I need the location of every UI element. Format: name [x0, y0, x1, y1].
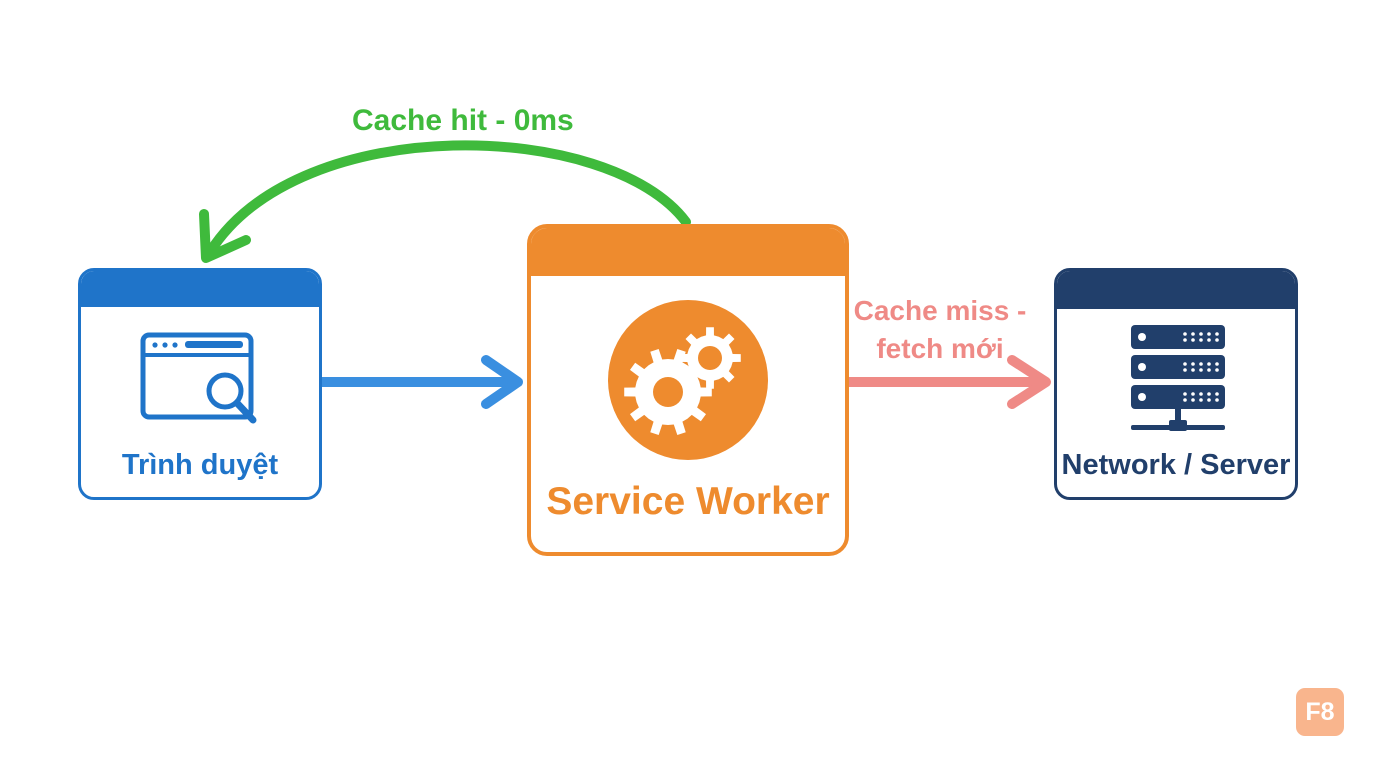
- service-worker-label: Service Worker: [546, 480, 830, 523]
- browser-node: Trình duyệt: [78, 268, 322, 500]
- server-rack-icon: [1131, 325, 1225, 431]
- server-node-header: [1057, 271, 1295, 309]
- arrow-cache-hit: [199, 140, 691, 263]
- cache-miss-label-line1: Cache miss -: [853, 295, 1027, 326]
- cache-miss-label-line2: fetch mới: [876, 333, 1004, 364]
- arrow-cache-miss: [844, 355, 1051, 409]
- f8-logo: F8: [1296, 688, 1344, 736]
- arrow-browser-to-sw: [317, 355, 523, 409]
- service-worker-node-header: [531, 228, 845, 276]
- service-worker-node: Service Worker: [527, 224, 849, 556]
- server-label: Network / Server: [1061, 449, 1291, 481]
- browser-label: Trình duyệt: [121, 449, 279, 481]
- server-node: Network / Server: [1054, 268, 1298, 500]
- cache-miss-label: Cache miss - fetch mới: [840, 292, 1040, 368]
- browser-search-icon: [140, 332, 257, 424]
- gears-icon: [608, 300, 768, 460]
- browser-node-header: [81, 271, 319, 307]
- cache-hit-label: Cache hit - 0ms: [352, 104, 574, 137]
